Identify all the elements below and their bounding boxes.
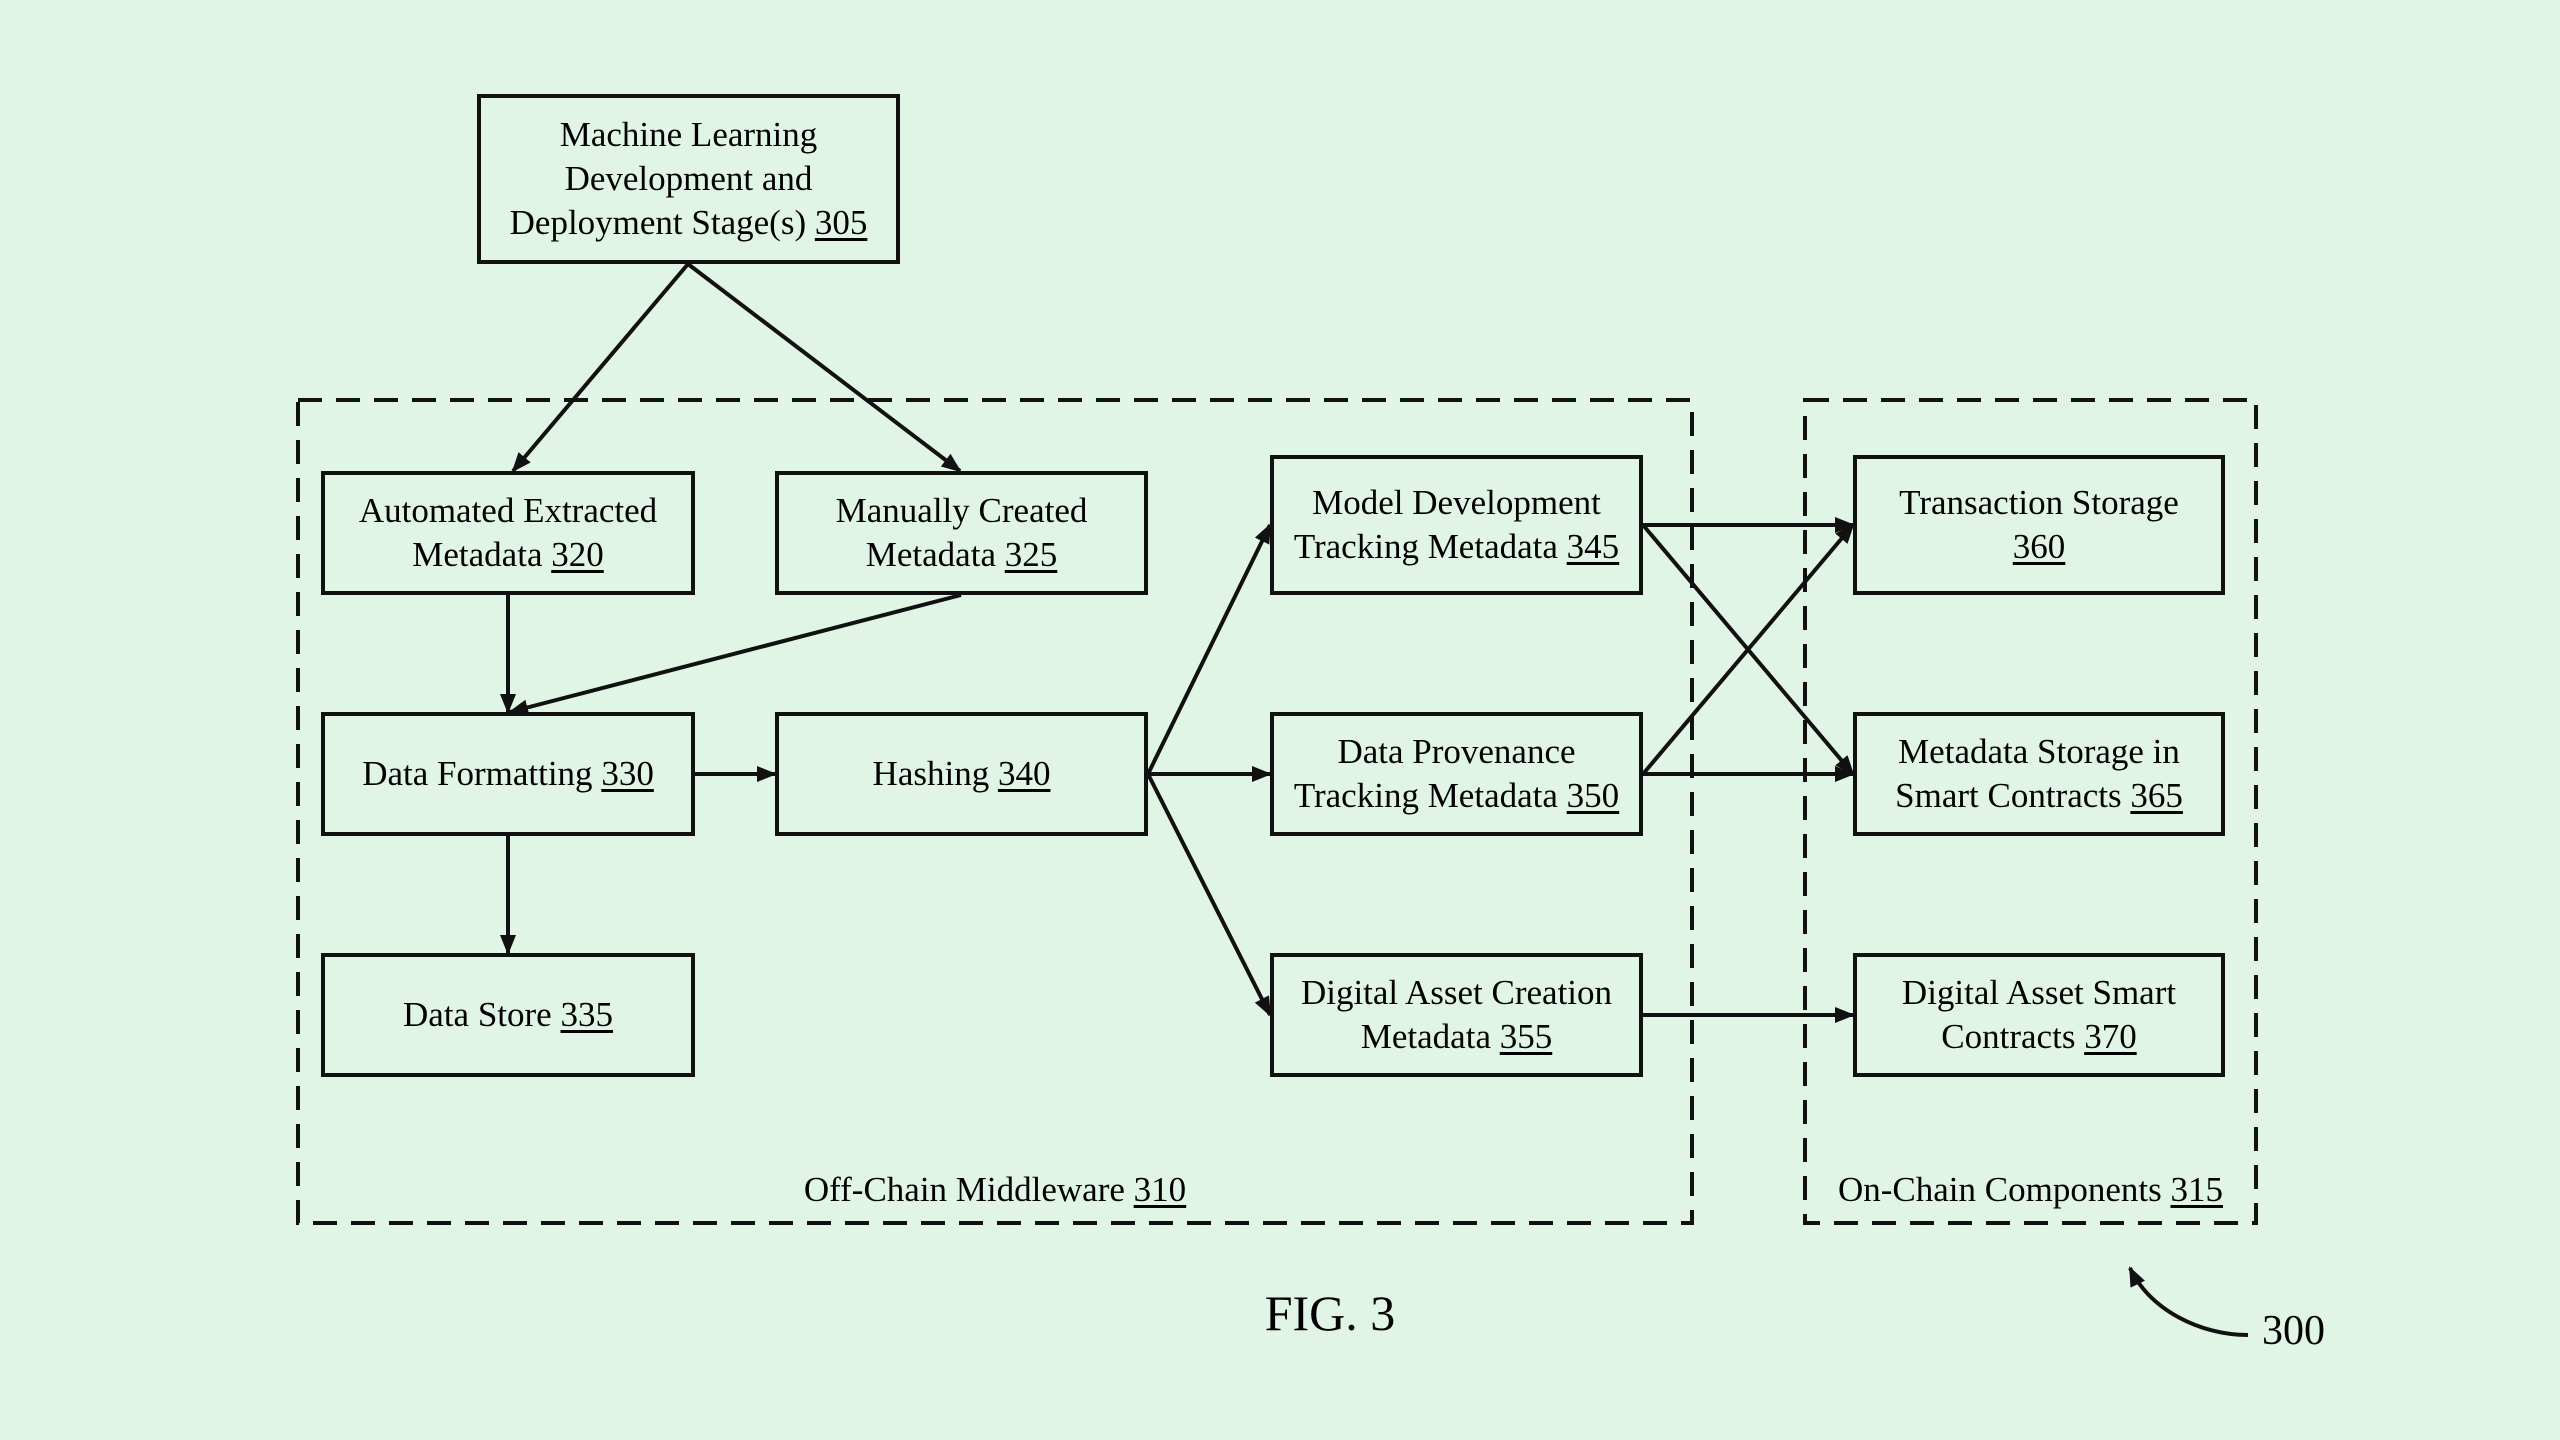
box-text-line: Data Store 335 xyxy=(403,993,613,1037)
box-text-line: Data Formatting 330 xyxy=(362,752,654,796)
arrow-hashing-to-asset-creation xyxy=(1146,773,1272,1017)
box-text-line: Machine Learning xyxy=(560,113,818,157)
onchain-region-label: On-Chain Components 315 xyxy=(1810,1168,2251,1212)
box-text-line: Transaction Storage xyxy=(1899,481,2179,525)
box-text: Hashing xyxy=(872,754,998,793)
box-text: Model Development xyxy=(1312,483,1601,522)
box-text-line: 360 xyxy=(2013,525,2066,569)
box-ref-number: 330 xyxy=(601,754,654,793)
box-ref-number: 320 xyxy=(551,535,604,574)
box-text: Data Store xyxy=(403,995,561,1034)
box-text-line: Metadata 355 xyxy=(1361,1015,1552,1059)
figure-number-arrow xyxy=(2128,1266,2249,1337)
box-text-line: Metadata Storage in xyxy=(1898,730,2180,774)
arrow-group xyxy=(500,262,1855,1023)
box-text: Smart Contracts xyxy=(1895,776,2131,815)
onchain-label-text: On-Chain Components xyxy=(1838,1170,2171,1209)
onchain-region-border xyxy=(1803,398,2258,1225)
arrow-ml-to-automated xyxy=(511,262,690,473)
box-text: Contracts xyxy=(1941,1017,2085,1056)
box-text: Automated Extracted xyxy=(358,491,658,530)
box-text: Tracking Metadata xyxy=(1293,776,1567,815)
box-text-line: Hashing 340 xyxy=(873,752,1051,796)
box-text-line: Manually Created xyxy=(836,489,1088,533)
offchain-ref: 310 xyxy=(1133,1170,1187,1209)
box-ref-number: 305 xyxy=(814,203,868,242)
box-text-line: Data Provenance xyxy=(1337,730,1575,774)
box-text-line: Deployment Stage(s) 305 xyxy=(510,201,868,245)
box-text-line: Smart Contracts 365 xyxy=(1895,774,2183,818)
box-text-line: Metadata 325 xyxy=(866,533,1057,577)
box-ref-number: 370 xyxy=(2084,1017,2137,1056)
box-text: Metadata xyxy=(1360,1017,1500,1056)
box-text-line: Automated Extracted xyxy=(359,489,657,533)
box-text-line: Tracking Metadata 350 xyxy=(1294,774,1619,818)
box-text-line: Digital Asset Creation xyxy=(1301,971,1612,1015)
box-text: Data Provenance xyxy=(1337,732,1576,771)
figure-number: 300 xyxy=(2262,1308,2325,1354)
onchain-ref: 315 xyxy=(2170,1170,2223,1209)
box-text: Metadata xyxy=(412,535,552,574)
box-data-formatting: Data Formatting 330 xyxy=(321,712,695,836)
box-text: Tracking Metadata xyxy=(1293,527,1567,566)
offchain-region-label: Off-Chain Middleware 310 xyxy=(700,1168,1290,1212)
box-ref-number: 345 xyxy=(1566,527,1620,566)
arrow-ml-to-manual xyxy=(686,262,962,473)
box-text: Digital Asset Creation xyxy=(1300,973,1613,1012)
box-text: Metadata xyxy=(865,535,1005,574)
arrow-manual-to-formatting xyxy=(508,593,962,716)
box-text: Manually Created xyxy=(835,491,1088,530)
offchain-region-border xyxy=(296,398,1694,1225)
box-text: Digital Asset Smart xyxy=(1901,973,2177,1012)
box-data-store: Data Store 335 xyxy=(321,953,695,1077)
box-text-line: Contracts 370 xyxy=(1941,1015,2136,1059)
box-text-line: Digital Asset Smart xyxy=(1902,971,2176,1015)
box-text-line: Tracking Metadata 345 xyxy=(1294,525,1619,569)
box-text: Data Formatting xyxy=(362,754,602,793)
box-ref-number: 335 xyxy=(560,995,613,1034)
box-transaction-storage: Transaction Storage 360 xyxy=(1853,455,2225,595)
box-text: Development and xyxy=(564,159,813,198)
box-ref-number: 350 xyxy=(1566,776,1620,815)
box-ref-number: 340 xyxy=(997,754,1051,793)
box-ref-number: 360 xyxy=(2012,527,2066,566)
box-text-line: Model Development xyxy=(1312,481,1601,525)
box-text-line: Development and xyxy=(565,157,813,201)
box-ref-number: 355 xyxy=(1499,1017,1553,1056)
box-text: Metadata Storage in xyxy=(1898,732,2180,771)
offchain-label-text: Off-Chain Middleware xyxy=(803,1170,1134,1209)
box-ref-number: 365 xyxy=(2130,776,2183,815)
box-text-line: Metadata 320 xyxy=(412,533,603,577)
arrow-provenance-to-tx-storage xyxy=(1641,523,1855,776)
figure-label: FIG. 3 xyxy=(1264,1285,1396,1341)
box-text: Deployment Stage(s) xyxy=(509,203,815,242)
arrow-hashing-to-model-dev xyxy=(1146,523,1272,775)
box-ref-number: 325 xyxy=(1004,535,1058,574)
box-text: Machine Learning xyxy=(559,115,818,154)
box-hashing: Hashing 340 xyxy=(775,712,1148,836)
box-text: Transaction Storage xyxy=(1899,483,2179,522)
